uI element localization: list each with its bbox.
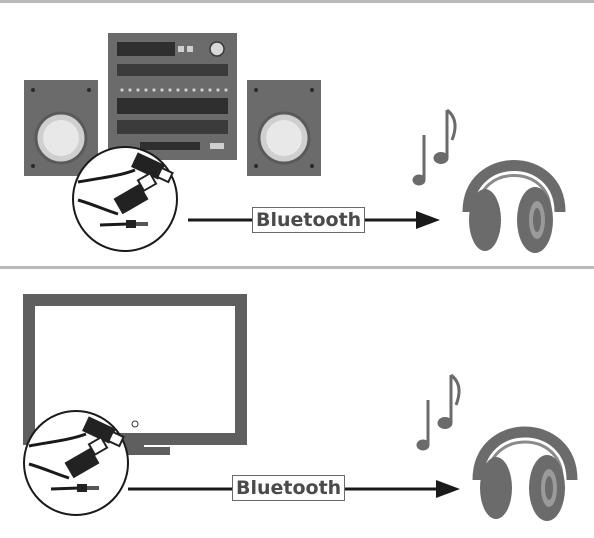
music-note-icon [412,108,457,186]
stereo-scene-graphic [24,33,566,253]
usb-adapter-icon [23,410,129,516]
panel-divider [0,266,594,269]
right-speaker-icon [247,80,321,176]
headphones-icon [462,160,566,253]
music-note-icon [416,373,461,451]
tv-scene-graphic [23,294,578,521]
headphones-icon [472,426,578,521]
top-border [0,0,594,3]
tv-scene: Bluetooth [0,270,594,538]
bluetooth-label: Bluetooth [252,207,366,233]
left-speaker-icon [24,80,98,176]
stereo-scene: Bluetooth [0,0,594,268]
bluetooth-label: Bluetooth [232,475,346,501]
stereo-icon [108,33,237,160]
usb-adapter-icon [72,146,178,252]
